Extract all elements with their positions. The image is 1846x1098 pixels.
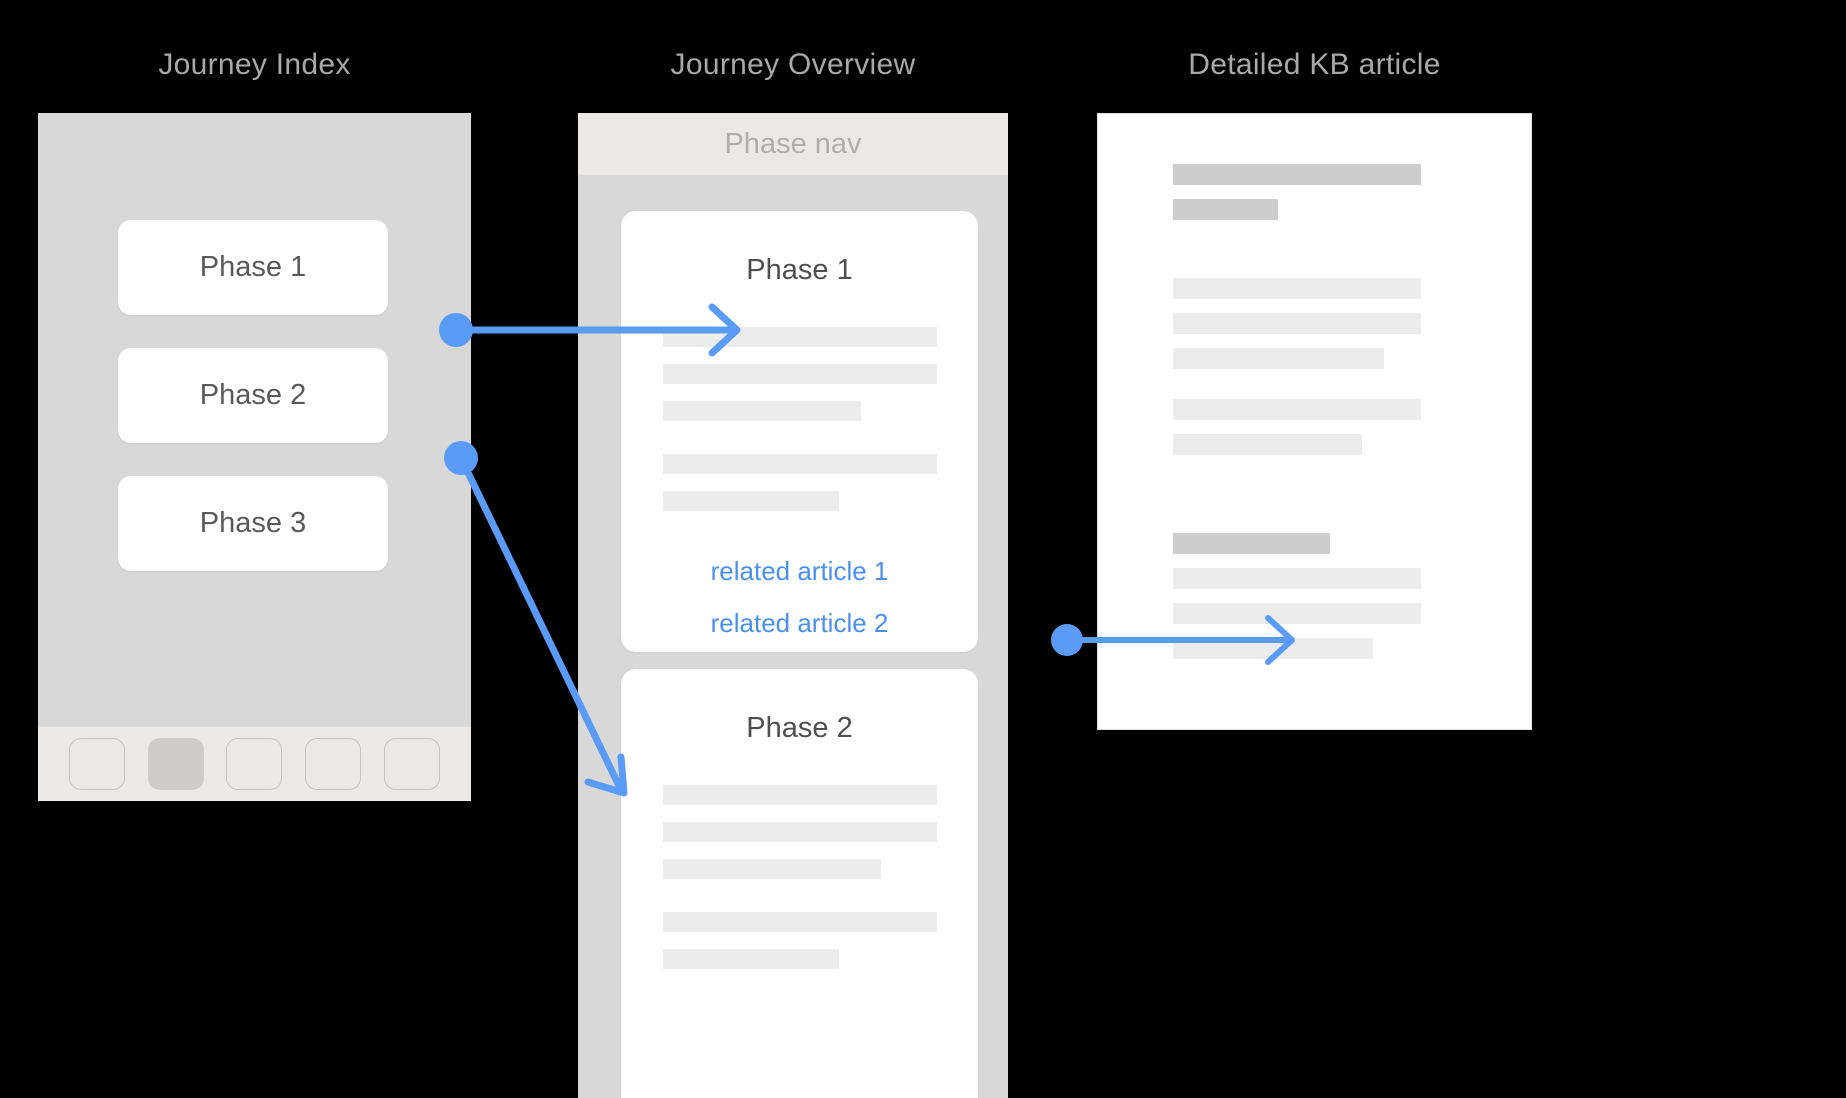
line-group-gap bbox=[621, 438, 978, 454]
phase-card-1-label: Phase 1 bbox=[199, 251, 307, 283]
kb-text-bar bbox=[1173, 568, 1422, 589]
phase-nav-bar[interactable]: Phase nav bbox=[578, 113, 1008, 175]
kb-article-panel bbox=[1097, 113, 1532, 730]
overview-card-phase-1[interactable]: Phase 1 related article 1 related articl… bbox=[621, 211, 978, 652]
tab-bar-item-2[interactable] bbox=[147, 738, 204, 790]
placeholder-line bbox=[663, 491, 839, 511]
column-title-kb-article: Detailed KB article bbox=[1188, 48, 1441, 81]
overview-card-phase-2-title: Phase 2 bbox=[746, 712, 853, 744]
phase-card-1[interactable]: Phase 1 bbox=[118, 220, 388, 315]
placeholder-line bbox=[663, 401, 861, 421]
phase-card-3[interactable]: Phase 3 bbox=[118, 476, 388, 571]
overview-card-phase-1-title: Phase 1 bbox=[746, 254, 853, 286]
kb-text-bar bbox=[1173, 348, 1384, 369]
overview-card-phase-2[interactable]: Phase 2 bbox=[621, 669, 978, 1098]
overview-card-phase-2-text-lines bbox=[621, 745, 978, 969]
placeholder-line bbox=[662, 364, 937, 384]
placeholder-line bbox=[662, 822, 937, 842]
kb-section-heading-bar bbox=[1173, 533, 1330, 554]
placeholder-line bbox=[662, 912, 937, 932]
kb-article-content bbox=[1173, 164, 1443, 673]
related-article-link-1[interactable]: related article 1 bbox=[710, 556, 889, 586]
kb-text-bar bbox=[1173, 313, 1422, 334]
column-title-journey-index: Journey Index bbox=[158, 48, 351, 81]
tab-bar-item-5[interactable] bbox=[383, 738, 440, 790]
kb-text-bar bbox=[1173, 638, 1373, 659]
column-title-journey-overview: Journey Overview bbox=[670, 48, 916, 81]
tab-bar-item-4[interactable] bbox=[305, 738, 362, 790]
related-articles-list: related article 1 related article 2 bbox=[621, 528, 978, 636]
placeholder-line bbox=[662, 785, 937, 805]
placeholder-line bbox=[663, 949, 839, 969]
journey-overview-panel: Phase nav Phase 1 related article 1 rela… bbox=[578, 113, 1008, 1098]
tab-bar-item-3[interactable] bbox=[226, 738, 283, 790]
line-group-gap bbox=[621, 896, 978, 912]
phase-card-list: Phase 1 Phase 2 Phase 3 bbox=[118, 220, 388, 604]
kb-subheading-bar bbox=[1173, 199, 1279, 220]
placeholder-line bbox=[663, 859, 881, 879]
bottom-tab-bar bbox=[38, 727, 471, 801]
phase-nav-label: Phase nav bbox=[724, 127, 862, 160]
phase-card-2[interactable]: Phase 2 bbox=[118, 348, 388, 443]
placeholder-line bbox=[662, 454, 937, 474]
kb-text-bar bbox=[1173, 434, 1362, 455]
tab-bar-item-1[interactable] bbox=[69, 738, 126, 790]
kb-text-bar bbox=[1173, 399, 1422, 420]
connector-source-dot bbox=[1051, 624, 1083, 656]
kb-heading-bar bbox=[1173, 164, 1422, 185]
phase-card-3-label: Phase 3 bbox=[199, 507, 307, 539]
kb-text-bar bbox=[1173, 603, 1422, 624]
phase-card-2-label: Phase 2 bbox=[199, 379, 307, 411]
overview-card-phase-1-text-lines bbox=[621, 287, 978, 511]
kb-text-bar bbox=[1173, 278, 1422, 299]
journey-index-panel: Phase 1 Phase 2 Phase 3 bbox=[38, 113, 471, 801]
placeholder-line bbox=[662, 327, 937, 347]
related-article-link-2[interactable]: related article 2 bbox=[710, 608, 889, 638]
